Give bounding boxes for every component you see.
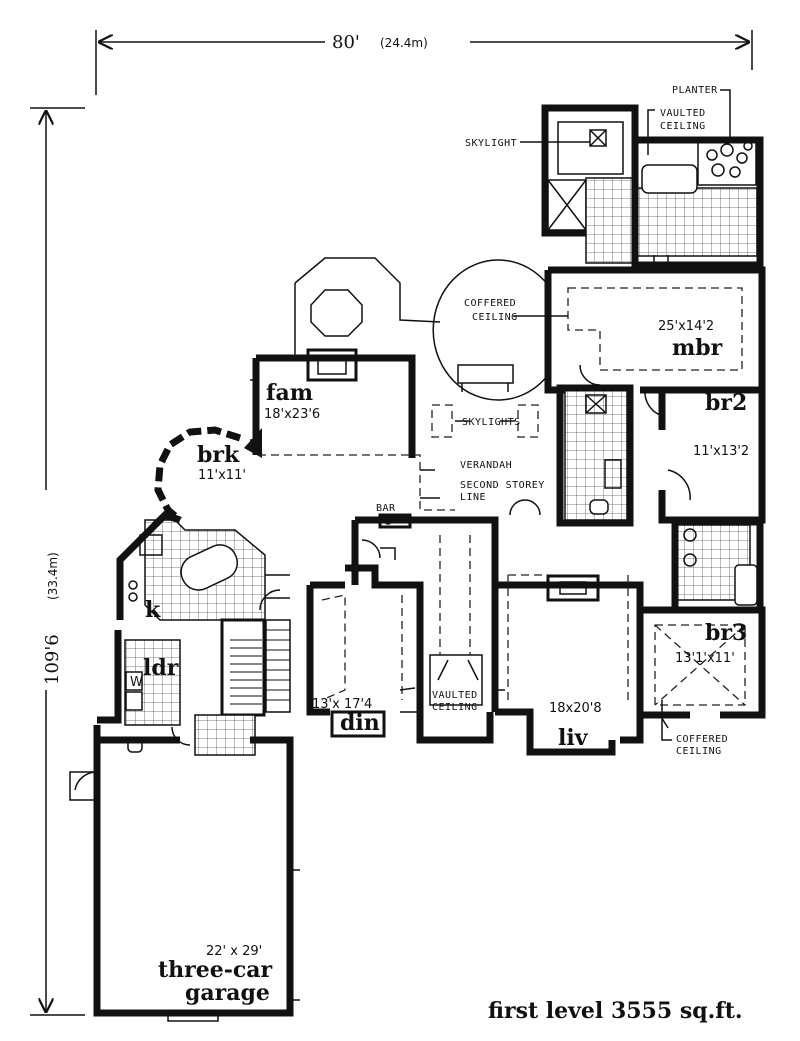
garage-size: 22' x 29': [206, 944, 262, 959]
liv-size: 18x20'8: [549, 701, 602, 716]
liv-name: liv: [558, 725, 589, 751]
br2-name: br2: [705, 390, 747, 416]
foyer: VAULTED CEILING: [399, 499, 541, 744]
planter: [697, 139, 757, 186]
fam-size: 18'x23'6: [264, 407, 320, 422]
depth-label: 109'6: [42, 634, 63, 685]
second-storey-label: SECOND STOREY: [460, 480, 545, 491]
planter-label: PLANTER: [672, 85, 718, 96]
annotations: SKYLIGHT PLANTER VAULTED CEILING COFFERE…: [464, 85, 731, 757]
brk-name: brk: [197, 442, 240, 468]
floor-area-caption: first level 3555 sq.ft.: [488, 998, 743, 1024]
vaulted-ceiling-label: VAULTED: [660, 108, 706, 119]
dining-room: 13'x 17'4 din: [306, 564, 424, 738]
terrace: [294, 257, 441, 358]
br3-name: br3: [705, 620, 747, 646]
sitting-area: [432, 259, 549, 401]
second-storey-line-label: LINE: [460, 492, 486, 503]
brk-size: 11'x11': [198, 468, 246, 483]
skylight-label: SKYLIGHT: [465, 138, 517, 149]
coffered-br3-line2-label: CEILING: [676, 746, 722, 757]
master-bedroom: 25'x14'2 mbr: [544, 266, 766, 394]
washer-label: W: [130, 675, 143, 690]
width-dimension: 80' (24.4m): [95, 30, 753, 95]
hall-bath: [556, 384, 634, 527]
depth-metric-label: (33.4m): [46, 552, 60, 600]
garage: 22' x 29' three-car garage: [69, 725, 300, 1022]
k-name: k: [145, 597, 161, 623]
bar-label: BAR: [376, 503, 396, 514]
vaulted-entry-label: VAULTED: [432, 690, 478, 701]
verandah-label: VERANDAH: [460, 460, 512, 471]
din-name: din: [340, 710, 380, 736]
width-metric-label: (24.4m): [380, 36, 428, 50]
mbr-name: mbr: [672, 335, 723, 361]
coffered-label: COFFERED: [464, 298, 516, 309]
fam-name: fam: [266, 380, 313, 406]
family-room: fam 18'x23'6: [244, 348, 416, 458]
ldr-name: ldr: [143, 655, 179, 681]
stairwell: [194, 589, 291, 756]
bedroom-3: br3 13'1'x11': [636, 606, 766, 729]
vaulted-entry-ceiling-label: CEILING: [432, 702, 478, 713]
garage-line2: garage: [185, 980, 270, 1006]
depth-dimension: 109'6 (33.4m): [30, 107, 85, 1016]
width-label: 80': [332, 32, 360, 53]
living-room: 18x20'8 liv: [495, 574, 644, 756]
coffered-line2-label: CEILING: [472, 312, 518, 323]
master-bath: [541, 104, 764, 270]
garage-line1: three-car: [158, 957, 273, 983]
din-size: 13'x 17'4: [312, 697, 372, 712]
br2-size: 11'x13'2: [693, 444, 749, 459]
skylights-label: SKYLIGHTS: [462, 417, 521, 428]
mbr-size: 25'x14'2: [658, 319, 714, 334]
kitchen: k: [116, 510, 290, 623]
bedroom-bath: [671, 518, 764, 614]
br3-size: 13'1'x11': [675, 651, 735, 666]
vaulted-ceiling-line2-label: CEILING: [660, 121, 706, 132]
coffered-br3-label: COFFERED: [676, 734, 728, 745]
bedroom-2: br2 11'x13'2: [644, 386, 766, 524]
laundry: W ldr: [97, 630, 191, 753]
bar-area: BAR: [351, 503, 420, 585]
verandah: SKYLIGHTS VERANDAH SECOND STOREY LINE: [258, 404, 545, 511]
breakfast-nook: brk 11'x11': [154, 426, 246, 523]
